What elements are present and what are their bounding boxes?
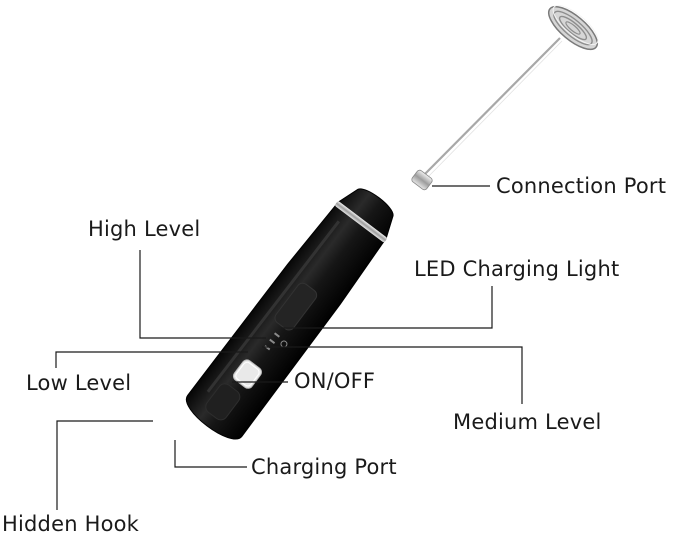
label-led-charging-light: LED Charging Light <box>414 257 620 281</box>
silver-ring <box>335 201 387 243</box>
label-on-off: ON/OFF <box>294 369 376 393</box>
leader-charging-port <box>174 440 247 468</box>
leader-medium-level <box>262 346 523 404</box>
label-hidden-hook: Hidden Hook <box>2 512 140 536</box>
led-charging-indicator <box>280 340 288 348</box>
leader-high-level <box>139 250 266 339</box>
leader-lines <box>55 185 523 510</box>
label-connection-port: Connection Port <box>496 174 667 198</box>
led-indicator-high <box>273 332 280 338</box>
lower-panel <box>205 383 241 421</box>
handle-body <box>185 188 394 440</box>
recessed-window <box>274 282 318 331</box>
label-medium-level: Medium Level <box>453 410 602 434</box>
label-high-level: High Level <box>88 217 201 241</box>
label-charging-port: Charging Port <box>251 455 397 479</box>
leader-hidden-hook <box>56 420 153 510</box>
whisk-coil-head <box>548 4 599 51</box>
connection-ferrule <box>411 169 433 191</box>
leader-low-level <box>55 351 248 368</box>
whisk-shaft <box>418 37 561 181</box>
label-low-level: Low Level <box>26 371 132 395</box>
led-indicator-medium <box>269 338 276 344</box>
whisk-shaft-highlight <box>422 40 563 183</box>
leader-led-charging-light <box>281 286 493 329</box>
